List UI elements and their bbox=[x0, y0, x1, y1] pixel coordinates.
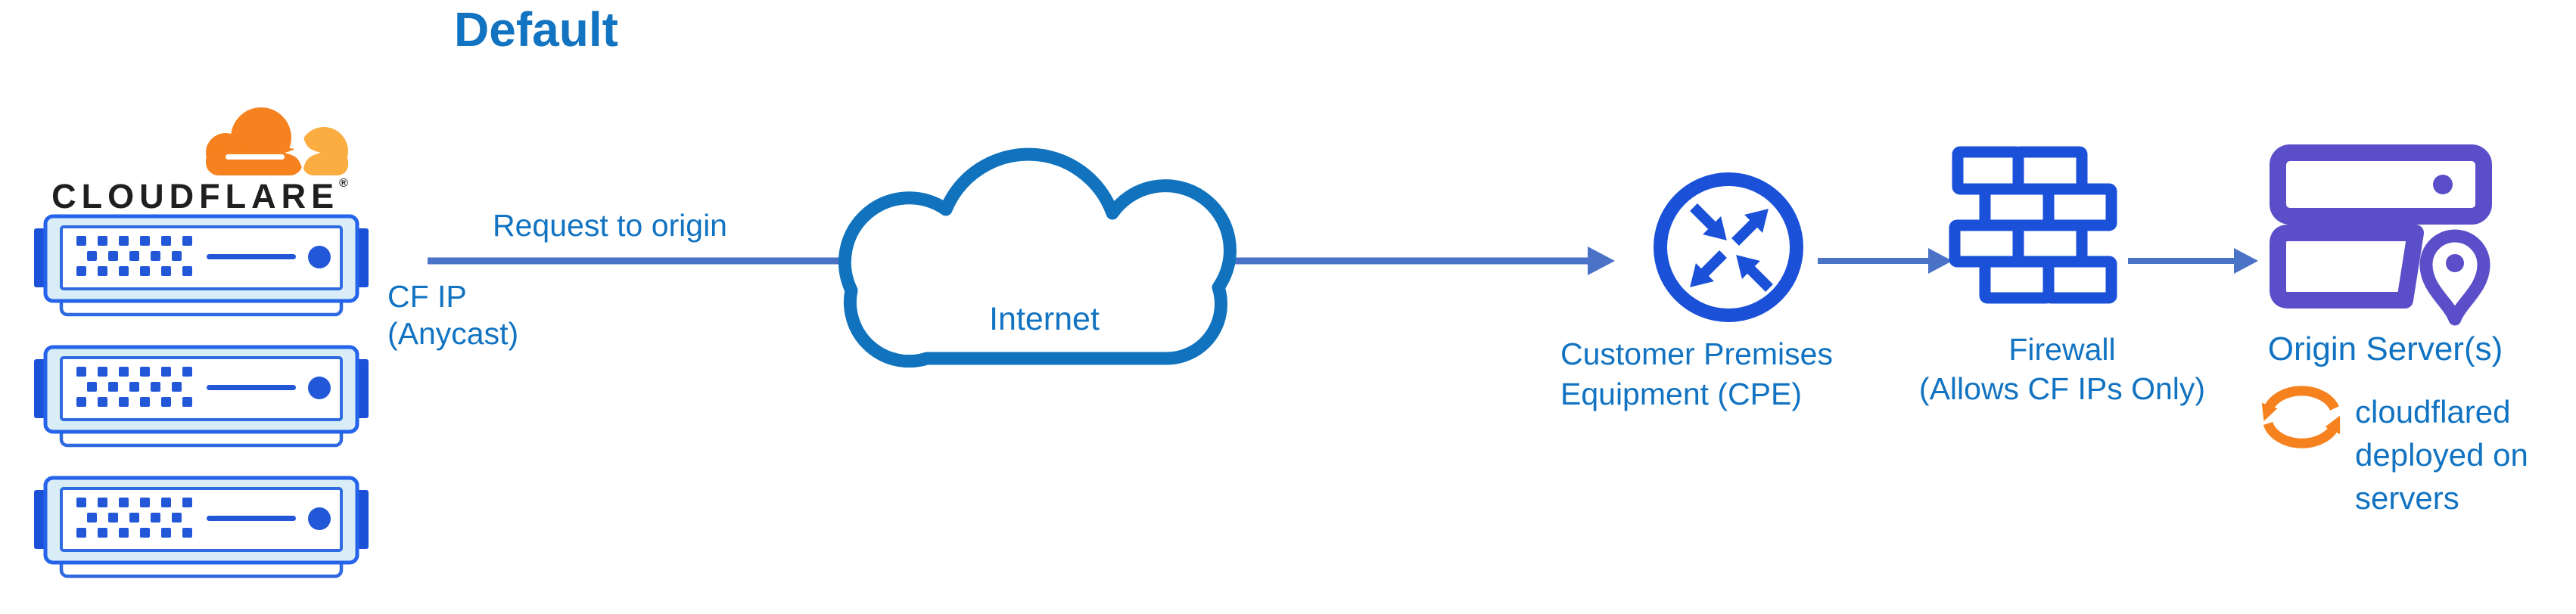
cf-ip-anycast-label: CF IP (Anycast) bbox=[387, 278, 518, 352]
firewall-to-origin-arrow bbox=[2128, 248, 2258, 274]
internet-cloud-icon bbox=[838, 147, 1237, 368]
origin-servers-icon bbox=[2270, 144, 2492, 326]
cloudflare-wordmark: CLOUDFLARE® bbox=[44, 177, 356, 216]
page-title: Default bbox=[454, 2, 618, 57]
cloudflared-line1: cloudflared bbox=[2355, 394, 2511, 429]
server-vent-dots bbox=[76, 367, 192, 407]
sync-arrows-icon bbox=[2261, 386, 2341, 448]
cpe-label: Customer Premises Equipment (CPE) bbox=[1560, 334, 1833, 414]
edge-server-icon bbox=[34, 345, 369, 448]
cloudflare-wordmark-text: CLOUDFLARE bbox=[51, 177, 340, 216]
bricks bbox=[1949, 146, 2117, 304]
firewall-label-line1: Firewall bbox=[2008, 332, 2116, 367]
cf-ip-line2: (Anycast) bbox=[387, 316, 519, 351]
cloudflared-line3: servers bbox=[2355, 480, 2459, 516]
edge-server-icon bbox=[34, 214, 369, 317]
server-vent-dots bbox=[76, 498, 192, 538]
location-pin-icon bbox=[2419, 229, 2490, 326]
cloudflared-label: cloudflared deployed on servers bbox=[2355, 390, 2528, 519]
registered-trademark: ® bbox=[339, 177, 348, 190]
crossed-arrows bbox=[1690, 203, 1773, 292]
firewall-label-line2: (Allows CF IPs Only) bbox=[1918, 371, 2206, 406]
firewall-icon bbox=[1949, 146, 2117, 304]
server-vent-dots bbox=[76, 236, 192, 276]
origin-servers-label: Origin Server(s) bbox=[2267, 330, 2503, 367]
cpe-router-icon bbox=[1654, 172, 1803, 322]
cloudflared-line2: deployed on bbox=[2355, 437, 2528, 473]
internet-label: Internet bbox=[989, 301, 1100, 337]
firewall-label: Firewall (Allows CF IPs Only) bbox=[1892, 330, 2232, 408]
cpe-label-line2: Equipment (CPE) bbox=[1560, 377, 1803, 411]
cloudflare-logo-icon bbox=[206, 107, 348, 175]
request-to-origin-label: Request to origin bbox=[493, 208, 727, 243]
cpe-to-firewall-arrow bbox=[1818, 248, 1952, 274]
edge-server-icon bbox=[34, 476, 369, 578]
cf-ip-line1: CF IP bbox=[387, 279, 467, 314]
cpe-label-line1: Customer Premises bbox=[1560, 336, 1833, 371]
